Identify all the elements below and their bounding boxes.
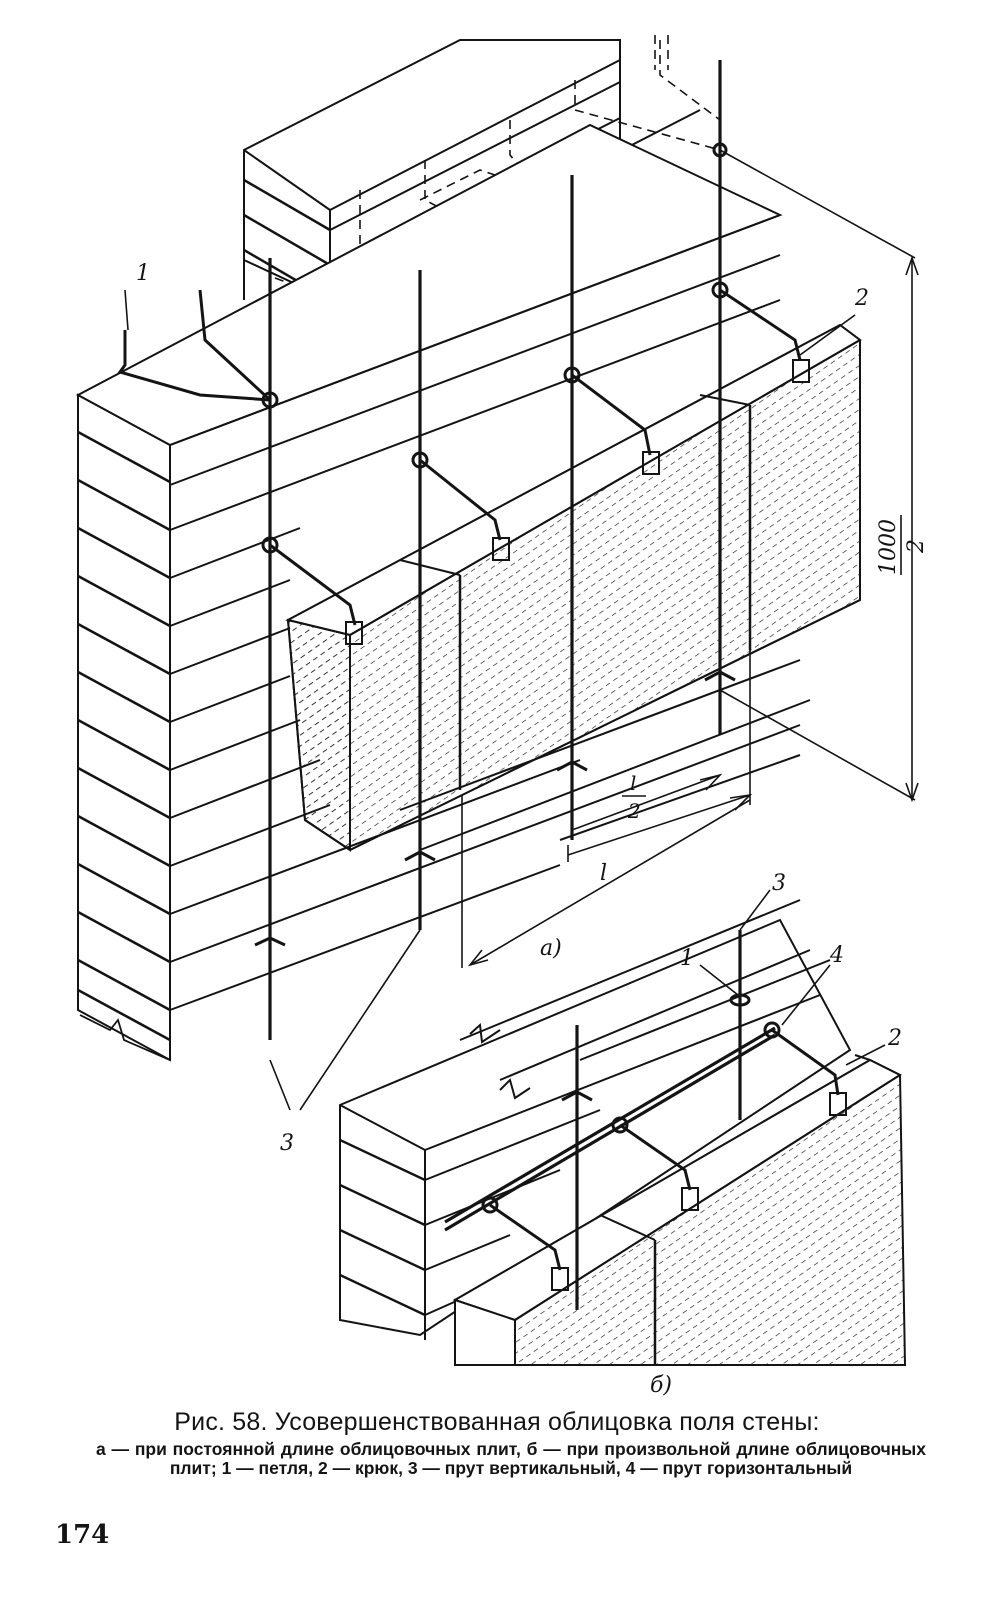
loops-hooks-b bbox=[481, 993, 847, 1291]
page-number: 174 bbox=[55, 1520, 110, 1550]
part-a-label: а) bbox=[540, 936, 562, 961]
dim-1000-denominator: 2 bbox=[904, 539, 929, 554]
rods-b bbox=[444, 930, 776, 1310]
drawing-b bbox=[339, 889, 907, 1366]
dim-l-label: l bbox=[600, 861, 607, 886]
callout-lines-b bbox=[699, 889, 886, 1066]
drawing-a bbox=[75, 35, 919, 1111]
dim-l-half-num: l bbox=[630, 771, 636, 795]
figure-caption-legend: а — при постоянной длине облицовочных пл… bbox=[96, 1439, 926, 1478]
wall-cladding-drawing: 1 2 3 а) l l 2 1000 2 3 1 4 2 б) bbox=[75, 35, 929, 1398]
part-b-label: б) bbox=[650, 1373, 672, 1398]
dimension-lines bbox=[124, 149, 919, 1111]
callout-2-b: 2 bbox=[887, 1026, 902, 1051]
callout-1-a: 1 bbox=[136, 261, 150, 286]
dim-1000-group: 1000 2 bbox=[876, 515, 929, 575]
loops-and-hooks bbox=[117, 142, 810, 947]
callout-1-b: 1 bbox=[680, 946, 694, 971]
brick-wall-b bbox=[339, 899, 852, 1340]
callout-3-a: 3 bbox=[280, 1131, 294, 1156]
vertical-rods bbox=[268, 60, 722, 1040]
callout-3-b: 3 bbox=[772, 871, 786, 896]
dim-1000-label: 1000 bbox=[876, 519, 901, 575]
cladding-slab bbox=[285, 323, 862, 852]
main-brick-wall bbox=[75, 123, 811, 1062]
figure-caption-title: Рис. 58. Усовершенствованная облицовка п… bbox=[174, 1408, 820, 1436]
dim-l-half-den: 2 bbox=[627, 799, 641, 823]
callout-2-a: 2 bbox=[854, 286, 869, 311]
callout-4-b: 4 bbox=[829, 943, 844, 968]
figure-labels: 1 2 3 а) l l 2 1000 2 3 1 4 2 б) bbox=[136, 261, 929, 1398]
